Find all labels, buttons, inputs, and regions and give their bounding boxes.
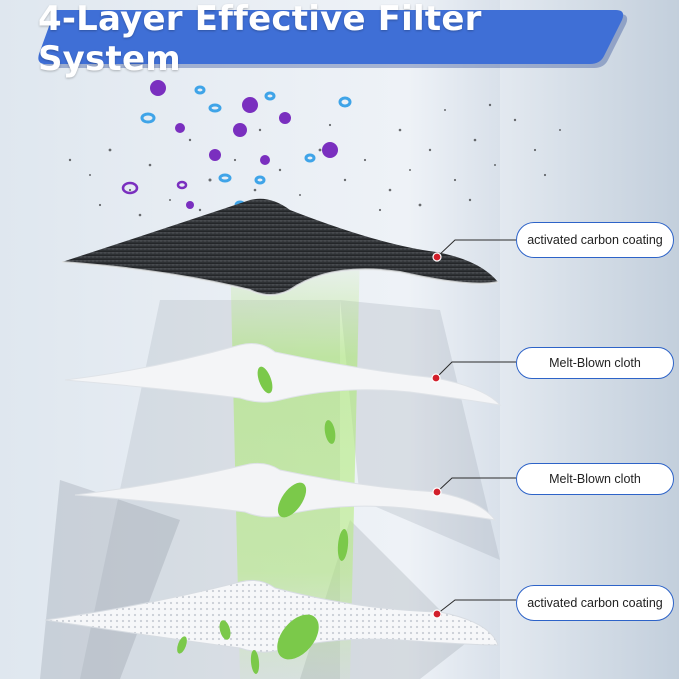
translucent-sheet <box>340 300 500 560</box>
background-panel <box>500 0 679 679</box>
translucent-sheet <box>40 480 180 679</box>
layer-label-meltblown-1: Melt-Blown cloth <box>516 347 674 379</box>
leaf-icon <box>177 366 349 674</box>
carbon-cloth-layer <box>62 198 498 295</box>
meltblown-cloth-layer <box>64 343 502 406</box>
germ-rings <box>121 180 188 195</box>
layer-label-meltblown-2: Melt-Blown cloth <box>516 463 674 495</box>
dust-particles <box>68 103 561 217</box>
page-title: 4-Layer Effective Filter System <box>38 0 482 79</box>
layer-label-carbon-bottom: activated carbon coating <box>516 585 674 621</box>
title-banner <box>38 10 628 68</box>
germ-particles <box>150 80 338 293</box>
callout-markers <box>431 252 442 619</box>
callout-lines <box>435 239 516 615</box>
meltblown-cloth-layer <box>74 462 497 521</box>
layer-label-carbon-top: activated carbon coating <box>516 222 674 258</box>
mesh-cloth-layer <box>44 580 499 653</box>
